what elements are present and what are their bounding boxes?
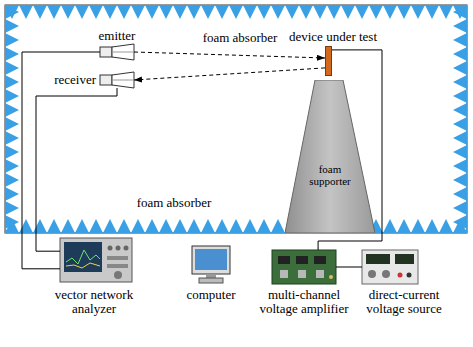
computer-box: computer <box>192 246 230 284</box>
node-label: receiver <box>40 73 96 87</box>
node-label: foam absorber <box>124 196 224 210</box>
network-analyzer-icon <box>60 238 132 282</box>
foam-supporter: foam supporter <box>285 80 375 233</box>
emitter-horn <box>100 44 134 60</box>
node-label: emitter <box>82 29 152 43</box>
absorber-wedges <box>5 5 467 233</box>
anechoic-chamber: emitter receiver device under test foam sup… <box>5 5 467 233</box>
node-label: multi-channel voltage amplifier <box>250 288 358 316</box>
device-rod: device under test <box>325 46 332 76</box>
node-label: device under test <box>277 30 389 44</box>
amplifier-box: multi-channel voltage amplifier <box>272 250 336 284</box>
receiver-horn-box: receiver <box>100 72 134 88</box>
node-label: direct-current voltage source <box>352 288 456 316</box>
node-label: foam supporter <box>300 163 360 187</box>
node-label: computer <box>171 288 251 302</box>
wire <box>336 267 362 268</box>
wire <box>22 52 100 269</box>
wire <box>36 88 117 251</box>
voltage-source-box: direct-current voltage source <box>362 250 418 284</box>
computer-icon <box>192 246 230 283</box>
emitter-horn-box: emitter <box>100 44 134 60</box>
chamber-wall <box>5 5 467 233</box>
network-analyzer-box: vector network analyzer <box>60 238 132 282</box>
node-label: vector network analyzer <box>42 288 146 316</box>
signal-arrow <box>134 68 325 80</box>
voltage-source-icon <box>362 250 418 284</box>
amplifier-board-icon <box>272 250 336 284</box>
supporter-shape <box>285 80 375 233</box>
node-label: foam absorber <box>190 31 290 45</box>
receiver-horn <box>100 72 134 88</box>
signal-arrow <box>134 52 325 58</box>
